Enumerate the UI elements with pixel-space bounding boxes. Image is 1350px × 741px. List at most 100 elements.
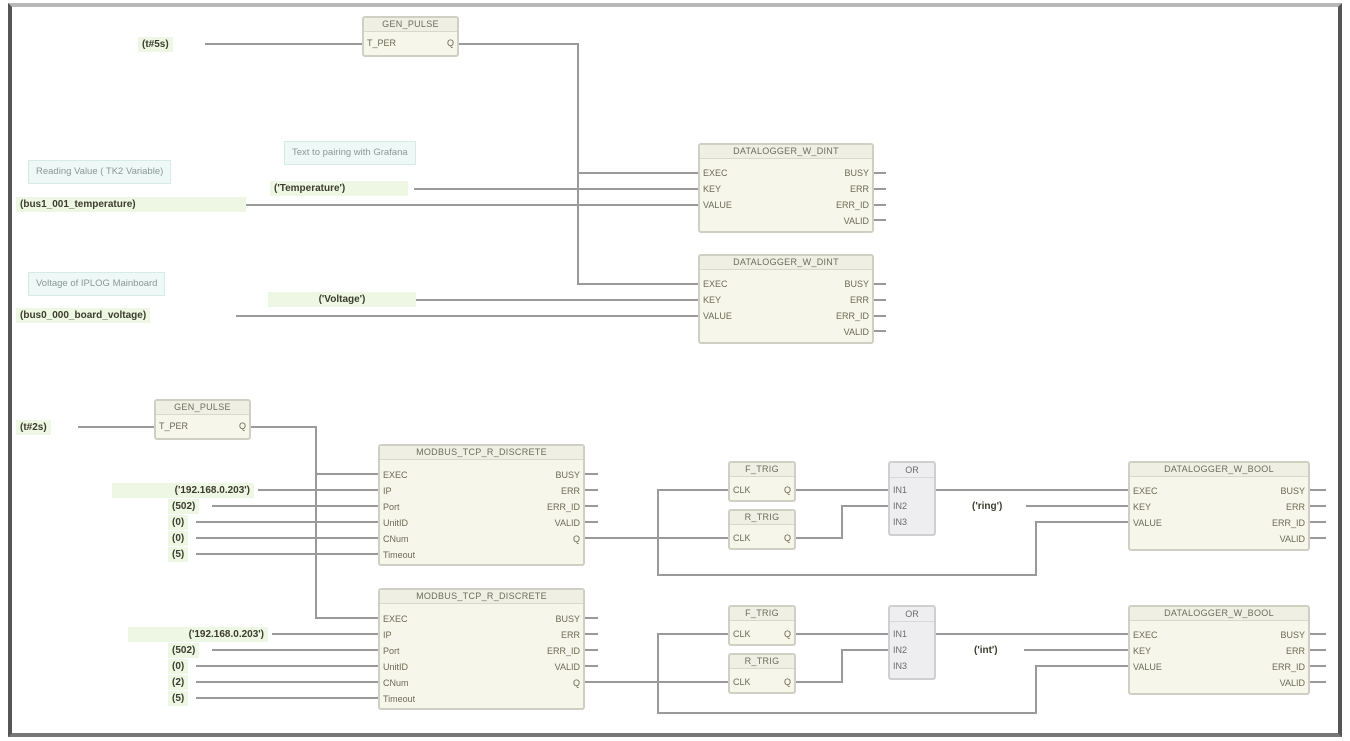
pin-timeout[interactable]: Timeout: [383, 694, 416, 704]
const-timeout-1[interactable]: (5): [168, 547, 189, 562]
pin-q[interactable]: Q: [572, 678, 580, 688]
const-port-2[interactable]: (502): [168, 643, 200, 658]
pin-port[interactable]: Port: [383, 646, 400, 656]
pin-valid[interactable]: VALID: [554, 518, 580, 528]
block-datalogger-bool-2[interactable]: DATALOGGER_W_BOOL EXEC KEY VALUE BUSY ER…: [1128, 605, 1310, 695]
pin-err-id[interactable]: ERR_ID: [1271, 662, 1305, 672]
pin-cnum[interactable]: CNum: [383, 678, 409, 688]
pin-err[interactable]: ERR: [1285, 646, 1305, 656]
pin-err-id[interactable]: ERR_ID: [835, 200, 869, 210]
const-ip-1[interactable]: ('192.168.0.203'): [112, 483, 254, 498]
pin-value[interactable]: VALUE: [1133, 662, 1162, 672]
block-modbus-1[interactable]: MODBUS_TCP_R_DISCRETE EXEC IP Port UnitI…: [378, 444, 585, 566]
pin-q[interactable]: Q: [783, 629, 791, 639]
pin-busy[interactable]: BUSY: [844, 168, 869, 178]
pin-clk[interactable]: CLK: [733, 677, 751, 687]
block-modbus-2[interactable]: MODBUS_TCP_R_DISCRETE EXEC IP Port UnitI…: [378, 588, 585, 710]
pin-value[interactable]: VALUE: [1133, 518, 1162, 528]
const-voltage-var[interactable]: (bus0_000_board_voltage): [16, 308, 151, 323]
const-t-period-2[interactable]: (t#2s): [16, 420, 51, 435]
pin-valid[interactable]: VALID: [843, 216, 869, 226]
pin-in1[interactable]: IN1: [893, 629, 908, 639]
const-unitid-2[interactable]: (0): [168, 659, 189, 674]
block-datalogger-dint-1[interactable]: DATALOGGER_W_DINT EXEC KEY VALUE BUSY ER…: [698, 143, 874, 233]
block-or-1[interactable]: OR IN1 IN2 IN3: [888, 461, 936, 536]
pin-err-id[interactable]: ERR_ID: [546, 502, 580, 512]
pin-q[interactable]: Q: [238, 421, 246, 431]
pin-value[interactable]: VALUE: [703, 200, 732, 210]
pin-valid[interactable]: VALID: [843, 327, 869, 337]
pin-key[interactable]: KEY: [1133, 502, 1152, 512]
pin-err-id[interactable]: ERR_ID: [835, 311, 869, 321]
pin-exec[interactable]: EXEC: [383, 614, 408, 624]
pin-q[interactable]: Q: [783, 485, 791, 495]
const-coil-1[interactable]: (0): [168, 531, 189, 546]
pin-key[interactable]: KEY: [703, 184, 722, 194]
pin-key[interactable]: KEY: [1133, 646, 1152, 656]
pin-key[interactable]: KEY: [703, 295, 722, 305]
pin-q[interactable]: Q: [783, 533, 791, 543]
pin-unitid[interactable]: UnitID: [383, 662, 409, 672]
pin-ip[interactable]: IP: [383, 630, 392, 640]
pin-ip[interactable]: IP: [383, 486, 392, 496]
pin-valid[interactable]: VALID: [1279, 678, 1305, 688]
pin-err[interactable]: ERR: [849, 295, 869, 305]
pin-err[interactable]: ERR: [560, 630, 580, 640]
pin-q[interactable]: Q: [446, 38, 454, 48]
pin-q[interactable]: Q: [783, 677, 791, 687]
pin-exec[interactable]: EXEC: [703, 168, 728, 178]
const-unitid-1[interactable]: (0): [168, 515, 189, 530]
block-datalogger-bool-1[interactable]: DATALOGGER_W_BOOL EXEC KEY VALUE BUSY ER…: [1128, 461, 1310, 551]
pin-cnum[interactable]: CNum: [383, 534, 409, 544]
pin-busy[interactable]: BUSY: [844, 279, 869, 289]
const-ring-key[interactable]: ('ring'): [968, 499, 1007, 514]
pin-clk[interactable]: CLK: [733, 629, 751, 639]
pin-timeout[interactable]: Timeout: [383, 550, 416, 560]
pin-err[interactable]: ERR: [560, 486, 580, 496]
pin-valid[interactable]: VALID: [1279, 534, 1305, 544]
const-t-period-1[interactable]: (t#5s): [138, 37, 173, 52]
pin-exec[interactable]: EXEC: [383, 470, 408, 480]
const-timeout-2[interactable]: (5): [168, 691, 189, 706]
const-voltage-key[interactable]: ('Voltage'): [268, 292, 416, 307]
pin-exec[interactable]: EXEC: [703, 279, 728, 289]
pin-valid[interactable]: VALID: [554, 662, 580, 672]
block-gen-pulse-2[interactable]: GEN_PULSE T_PER Q: [154, 399, 251, 440]
block-r-trig-2[interactable]: R_TRIG CLK Q: [728, 653, 796, 694]
const-coil-2[interactable]: (2): [168, 675, 189, 690]
pin-unitid[interactable]: UnitID: [383, 518, 409, 528]
const-temperature-var[interactable]: (bus1_001_temperature): [16, 197, 246, 212]
pin-busy[interactable]: BUSY: [1280, 630, 1305, 640]
pin-err-id[interactable]: ERR_ID: [1271, 518, 1305, 528]
const-temperature-key[interactable]: ('Temperature'): [270, 181, 408, 196]
pin-t-per[interactable]: T_PER: [367, 38, 397, 48]
block-r-trig-1[interactable]: R_TRIG CLK Q: [728, 509, 796, 550]
pin-err[interactable]: ERR: [1285, 502, 1305, 512]
pin-busy[interactable]: BUSY: [555, 470, 580, 480]
pin-q[interactable]: Q: [572, 534, 580, 544]
pin-value[interactable]: VALUE: [703, 311, 732, 321]
pin-clk[interactable]: CLK: [733, 533, 751, 543]
pin-busy[interactable]: BUSY: [1280, 486, 1305, 496]
const-int-key[interactable]: ('int'): [970, 643, 1002, 658]
pin-err[interactable]: ERR: [849, 184, 869, 194]
pin-t-per[interactable]: T_PER: [159, 421, 189, 431]
block-f-trig-2[interactable]: F_TRIG CLK Q: [728, 605, 796, 646]
const-ip-2[interactable]: ('192.168.0.203'): [128, 627, 268, 642]
pin-in1[interactable]: IN1: [893, 485, 908, 495]
pin-err-id[interactable]: ERR_ID: [546, 646, 580, 656]
pin-port[interactable]: Port: [383, 502, 400, 512]
pin-exec[interactable]: EXEC: [1133, 630, 1158, 640]
block-f-trig-1[interactable]: F_TRIG CLK Q: [728, 461, 796, 502]
block-datalogger-dint-2[interactable]: DATALOGGER_W_DINT EXEC KEY VALUE BUSY ER…: [698, 254, 874, 344]
pin-clk[interactable]: CLK: [733, 485, 751, 495]
block-gen-pulse-1[interactable]: GEN_PULSE T_PER Q: [362, 16, 459, 57]
pin-in3[interactable]: IN3: [893, 661, 908, 671]
pin-in2[interactable]: IN2: [893, 645, 908, 655]
block-or-2[interactable]: OR IN1 IN2 IN3: [888, 605, 936, 680]
pin-in3[interactable]: IN3: [893, 517, 908, 527]
pin-in2[interactable]: IN2: [893, 501, 908, 511]
pin-busy[interactable]: BUSY: [555, 614, 580, 624]
const-port-1[interactable]: (502): [168, 499, 200, 514]
pin-exec[interactable]: EXEC: [1133, 486, 1158, 496]
